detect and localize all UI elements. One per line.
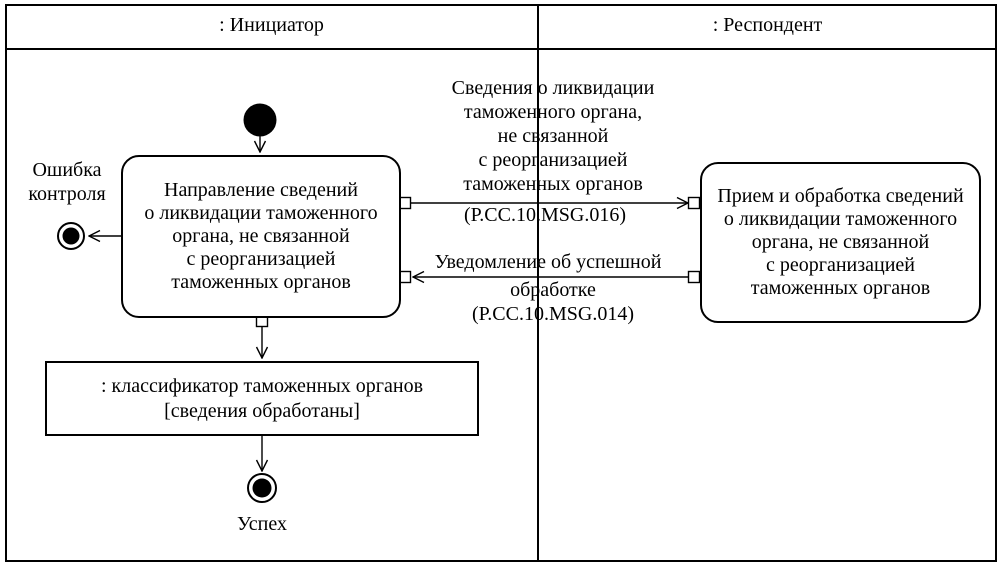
activity-send-label: Направление сведений о ликвидации таможе… [144, 179, 378, 293]
error-final-label: Ошибка контроля [28, 159, 106, 205]
activity-receive-process-info: Прием и обработка сведений о ликвидации … [700, 162, 981, 323]
activity-receive-label: Прием и обработка сведений о ликвидации … [717, 185, 964, 299]
message-1-code: (Р.СС.10.MSG.016) [464, 204, 626, 226]
message-2-code: обработке (Р.СС.10.MSG.014) [472, 279, 634, 325]
lane-header-initiator: : Инициатор [219, 14, 324, 36]
object-node-classifier: : классификатор таможенных органов [свед… [45, 361, 479, 436]
swimlane-divider-line [537, 4, 539, 562]
message-2-label: Уведомление об успешной [434, 251, 662, 273]
header-divider-line [5, 48, 997, 50]
diagram-frame [5, 4, 997, 562]
activity-send-liquidation-info: Направление сведений о ликвидации таможе… [121, 155, 401, 318]
object-node-label: : классификатор таможенных органов [свед… [100, 374, 424, 422]
success-final-label: Успех [237, 513, 287, 535]
message-1-label: Сведения о ликвидации таможенного органа… [451, 77, 655, 195]
lane-header-respondent: : Респондент [712, 14, 823, 36]
